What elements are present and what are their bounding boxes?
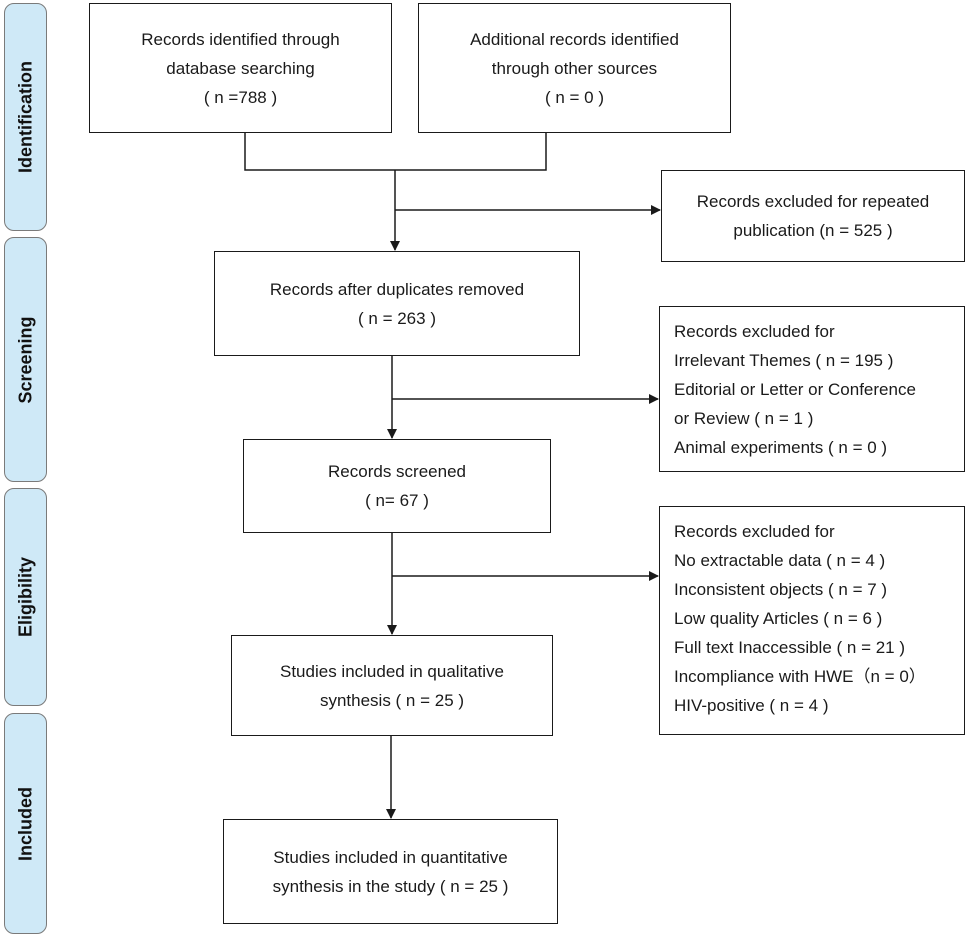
box-line: Studies included in qualitative xyxy=(280,661,504,681)
box-line: ( n = 263 ) xyxy=(358,308,436,328)
box-line: Full text Inaccessible ( n = 21 ) xyxy=(674,638,906,657)
box-line: Records excluded for xyxy=(674,522,835,541)
box-line: Records after duplicates removed xyxy=(269,279,525,299)
box-line: ( n = 0 ) xyxy=(544,87,605,107)
box-line: Editorial or Letter or Conference xyxy=(674,380,916,399)
box-line: Irrelevant Themes ( n = 195 ) xyxy=(674,351,894,370)
merge-connector xyxy=(244,133,547,171)
box-line: Inconsistent objects ( n = 7 ) xyxy=(674,580,888,599)
box-line: ( n =788 ) xyxy=(203,87,278,107)
box-line: publication (n = 525 ) xyxy=(733,221,893,240)
box-after-duplicates: Records after duplicates removed ( n = 2… xyxy=(214,251,580,356)
box-line: Studies included in quantitative xyxy=(273,847,508,867)
box-line: through other sources xyxy=(491,58,658,78)
stage-included: Included xyxy=(4,713,47,934)
box-line: Records screened xyxy=(328,462,466,481)
box-qualitative-synthesis: Studies included in qualitative synthesi… xyxy=(231,635,553,736)
box-line: No extractable data ( n = 4 ) xyxy=(674,551,886,570)
box-records-screened: Records screened ( n= 67 ) xyxy=(243,439,551,533)
box-quantitative-synthesis: Studies included in quantitative synthes… xyxy=(223,819,558,924)
box-line: Records excluded for xyxy=(674,322,835,341)
box-line: HIV-positive ( n = 4 ) xyxy=(674,696,829,715)
box-line: Additional records identified xyxy=(470,29,679,49)
stage-screening: Screening xyxy=(4,237,47,482)
box-line: synthesis ( n = 25 ) xyxy=(319,690,465,710)
box-line: Incompliance with HWE（n = 0） xyxy=(674,667,926,686)
box-line: Low quality Articles ( n = 6 ) xyxy=(674,609,883,628)
box-line: synthesis in the study ( n = 25 ) xyxy=(272,876,509,896)
box-database-search: Records identified through database sear… xyxy=(89,3,392,133)
box-excluded-eligibility: Records excluded for No extractable data… xyxy=(659,506,965,735)
box-other-sources: Additional records identified through ot… xyxy=(418,3,731,133)
box-line: Records excluded for repeated xyxy=(696,192,930,211)
box-line: Records identified through xyxy=(141,29,340,49)
box-excluded-repeated: Records excluded for repeated publicatio… xyxy=(661,170,965,262)
box-line: Animal experiments ( n = 0 ) xyxy=(674,438,888,457)
box-line: ( n= 67 ) xyxy=(365,491,429,510)
box-excluded-screening: Records excluded for Irrelevant Themes (… xyxy=(659,306,965,472)
stage-eligibility: Eligibility xyxy=(4,488,47,706)
stage-identification: Identification xyxy=(4,3,47,231)
box-line: or Review ( n = 1 ) xyxy=(674,409,814,428)
box-line: database searching xyxy=(166,58,315,78)
